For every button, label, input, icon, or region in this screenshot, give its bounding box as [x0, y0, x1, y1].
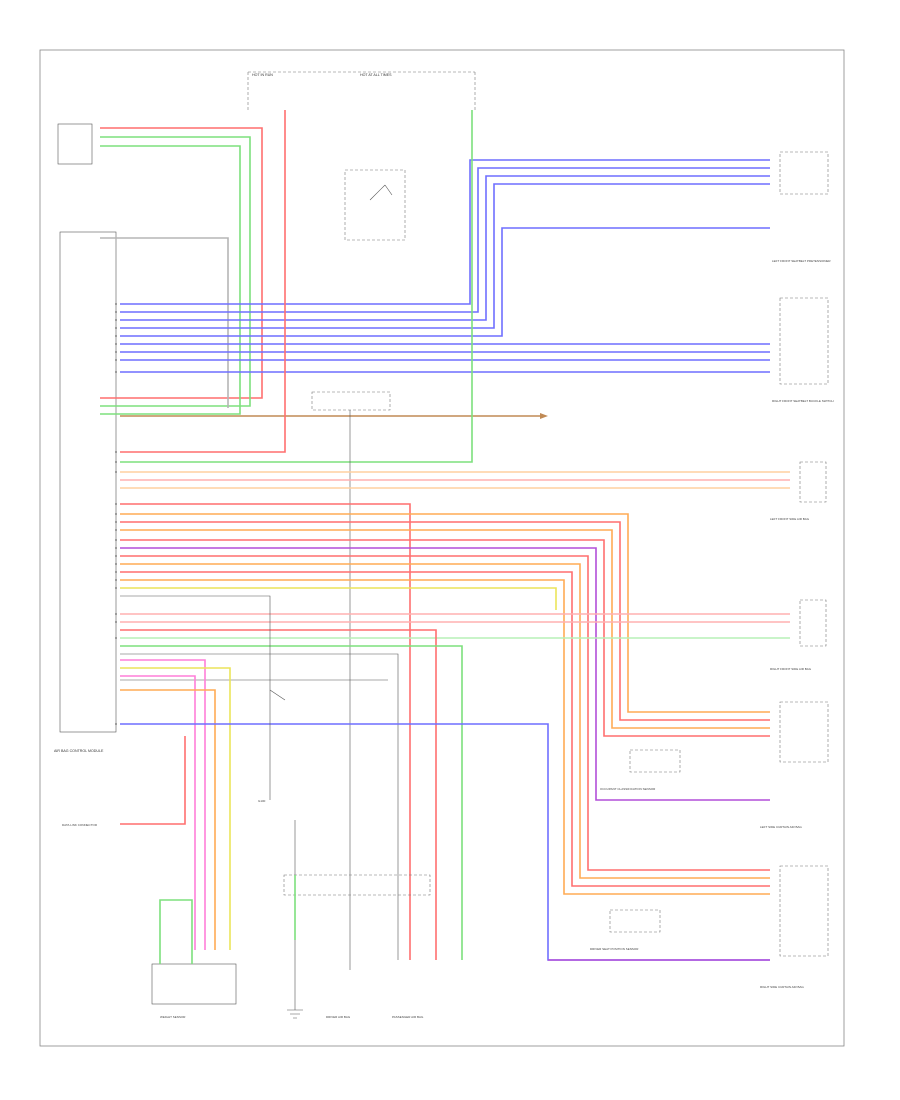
- seat-position-box: [609, 909, 661, 933]
- right-front-side-airbag-box: [799, 599, 827, 647]
- red-wire-left-bottom: [120, 736, 186, 825]
- right-side-curtain-label: RIGHT SIDE CURTAIN AIR BAG: [760, 985, 805, 989]
- splice-mark: [269, 689, 286, 701]
- gray-wire-bottom: [120, 653, 399, 960]
- green-loop-wire: [159, 899, 193, 964]
- left-front-side-airbag-box: [799, 461, 827, 503]
- right-front-sensor-box-2: [779, 297, 829, 385]
- yellow-wire: [120, 667, 231, 950]
- ecm-pin-marks: [115, 303, 117, 725]
- ground-label: G100: [258, 799, 266, 803]
- weight-sensor-label: WEIGHT SENSOR: [160, 1015, 186, 1019]
- diagram-frame: [39, 49, 845, 1047]
- blue-wire-bundle-lower: [120, 343, 770, 373]
- red-wire-top: [100, 127, 263, 399]
- light-wire-bundle: [120, 471, 790, 489]
- brown-wire-arrow: [540, 413, 548, 419]
- ecm-label: AIR BAG CONTROL MODULE: [54, 749, 104, 753]
- relay-box: [344, 169, 406, 241]
- occupant-classification-label: OCCUPANT CLASSIFICATION SENSOR: [600, 787, 656, 791]
- right-seatbelt-label: RIGHT FRONT SEATBELT BUCKLE SWITCH: [772, 399, 834, 403]
- blue-wire-lower: [120, 723, 770, 961]
- ground-symbol: [287, 990, 303, 1019]
- relay-switch-icon: [369, 184, 393, 201]
- right-side-wire-bundle: [120, 613, 790, 639]
- bottom-connector-box: [283, 874, 431, 896]
- blue-wire-bundle-upper: [120, 159, 770, 337]
- right-front-side-airbag-label: RIGHT FRONT SIDE AIR BAG: [770, 667, 812, 671]
- green-wire-drop: [120, 110, 473, 463]
- data-link-label: DATA LINK CONNECTOR: [62, 823, 98, 827]
- top-left-component-box: [57, 123, 93, 165]
- pink-wire-2: [120, 675, 196, 950]
- right-side-curtain-box: [779, 865, 829, 957]
- pink-wire: [120, 659, 206, 950]
- ecm-module-box: [59, 231, 117, 733]
- green-wire-top-2: [100, 145, 241, 415]
- red-wire-drop: [120, 110, 286, 453]
- left-side-curtain-label: LEFT SIDE CURTAIN AIR BAG: [760, 825, 803, 829]
- green-wire-top: [100, 136, 251, 407]
- center-connector-box: [311, 391, 391, 411]
- fuse-label-left: HOT IN RUN: [252, 73, 273, 77]
- driver-airbag-label: DRIVER AIR BAG: [326, 1015, 351, 1019]
- left-front-side-airbag-label: LEFT FRONT SIDE AIR BAG: [770, 517, 810, 521]
- fuse-label-right: HOT AT ALL TIMES: [360, 73, 392, 77]
- right-front-sensor-box-1: [779, 151, 829, 195]
- passenger-airbag-label: PASSENGER AIR BAG: [392, 1015, 424, 1019]
- occupant-classification-box: [629, 749, 681, 773]
- seat-position-label: DRIVER SEAT POSITION SENSOR: [590, 947, 639, 951]
- red-wire-bottom: [120, 629, 437, 960]
- green-wire-bottom: [120, 645, 463, 960]
- left-side-curtain-box: [779, 701, 829, 763]
- orange-wire-short: [120, 689, 216, 950]
- weight-sensor-box: [151, 963, 237, 1005]
- red-orange-wire-bundle: [120, 503, 770, 960]
- gray-wire-upper: [100, 237, 229, 408]
- gray-wire-mid-2: [120, 595, 271, 800]
- left-front-seatbelt-label: LEFT FRONT SEATBELT PRETENSIONER: [772, 259, 831, 263]
